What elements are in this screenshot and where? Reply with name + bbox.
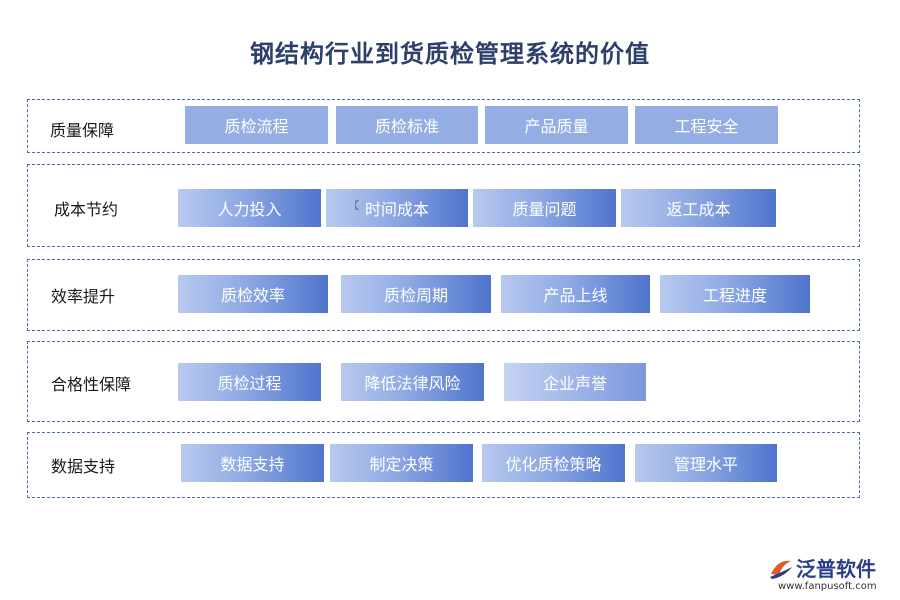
row-label: 质量保障 (50, 121, 115, 140)
loading-spinner-icon (355, 200, 360, 210)
logo-icon (770, 560, 792, 579)
row-label: 数据支持 (51, 457, 116, 476)
item-box: 人力投入 (178, 189, 321, 227)
row-data-support: 数据支持 数据支持 制定决策 优化质检策略 管理水平 (27, 432, 860, 498)
row-label: 合格性保障 (51, 375, 132, 394)
row-quality-assurance: 质量保障 质检流程 质检标准 产品质量 工程安全 (27, 99, 860, 153)
item-box: 质检标准 (336, 106, 478, 144)
page-title: 钢结构行业到货质检管理系统的价值 (250, 40, 650, 68)
row-cost-saving: 成本节约 人力投入 时间成本 质量问题 返工成本 (27, 164, 860, 247)
item-box: 管理水平 (635, 444, 777, 482)
item-box: 返工成本 (621, 189, 776, 227)
item-box: 质检过程 (178, 363, 321, 401)
row-label: 成本节约 (54, 200, 119, 219)
item-box: 时间成本 (326, 189, 468, 227)
item-box: 降低法律风险 (341, 363, 484, 401)
item-box: 工程进度 (660, 275, 810, 313)
item-box: 质量问题 (473, 189, 616, 227)
row-efficiency: 效率提升 质检效率 质检周期 产品上线 工程进度 (27, 259, 860, 331)
logo-url: www.fanpusoft.com (778, 581, 877, 592)
item-box: 优化质检策略 (482, 444, 625, 482)
item-box: 质检效率 (178, 275, 328, 313)
item-box: 产品上线 (501, 275, 650, 313)
logo-name: 泛普软件 (796, 557, 876, 581)
item-box: 企业声誉 (504, 363, 646, 401)
item-box: 数据支持 (181, 444, 324, 482)
item-box: 产品质量 (485, 106, 628, 144)
item-box: 制定决策 (330, 444, 473, 482)
brand-logo: 泛普软件 www.fanpusoft.com (768, 553, 893, 595)
item-box: 质检周期 (341, 275, 491, 313)
row-compliance: 合格性保障 质检过程 降低法律风险 企业声誉 (27, 341, 860, 422)
item-box: 工程安全 (635, 106, 778, 144)
row-label: 效率提升 (51, 287, 116, 306)
item-box: 质检流程 (185, 106, 328, 144)
